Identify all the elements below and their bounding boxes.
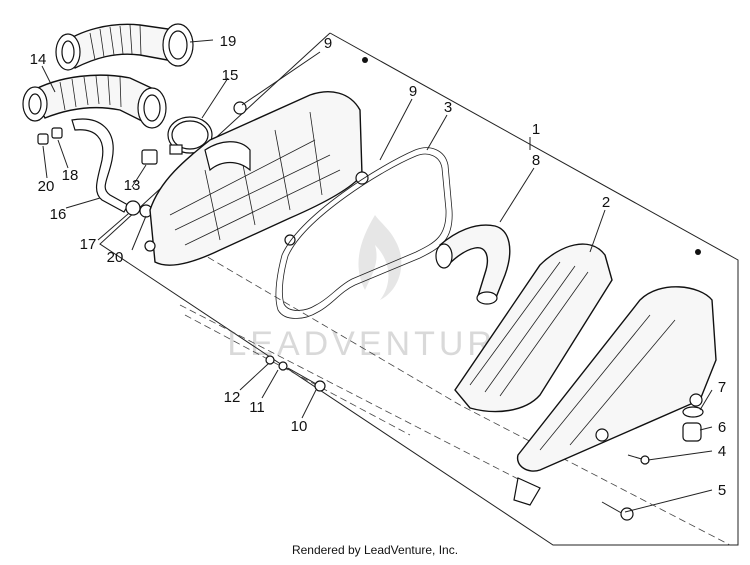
elbow-duct <box>435 224 511 305</box>
callout-20-left: 20 <box>38 178 55 195</box>
gasket <box>275 147 453 319</box>
callout-8: 8 <box>532 152 540 169</box>
gasket-inner <box>281 153 447 311</box>
intake-duct-upper <box>55 23 194 71</box>
clip <box>141 149 158 165</box>
callout-9-upper: 9 <box>324 35 332 52</box>
watermark-text: LEADVENTURE <box>227 325 522 363</box>
callout-19: 19 <box>220 33 237 50</box>
callout-13: 13 <box>124 177 141 194</box>
callout-4: 4 <box>718 443 726 460</box>
callout-14: 14 <box>30 51 47 68</box>
callout-12: 12 <box>224 389 241 406</box>
drain-cap <box>682 406 704 442</box>
callout-5: 5 <box>718 482 726 499</box>
callout-18: 18 <box>62 167 79 184</box>
callout-16: 16 <box>50 206 67 223</box>
intake-duct-lower <box>22 74 167 129</box>
flame-watermark-icon <box>358 215 402 300</box>
callout-labels: 1 2 3 4 5 6 7 8 9 9 10 11 12 13 14 15 16… <box>30 33 727 499</box>
callout-1: 1 <box>532 121 540 138</box>
reference-dot <box>695 249 701 255</box>
callout-15: 15 <box>222 67 239 84</box>
callout-6: 6 <box>718 419 726 436</box>
callout-17: 17 <box>80 236 97 253</box>
render-credit-footer: Rendered by LeadVenture, Inc. <box>291 543 459 557</box>
assembly-guide-lines <box>169 189 731 546</box>
leader-lines <box>41 39 713 513</box>
callout-3: 3 <box>444 99 452 116</box>
callout-20-right: 20 <box>107 249 124 266</box>
air-box-housing <box>144 91 369 266</box>
callout-10: 10 <box>291 418 308 435</box>
callout-2: 2 <box>602 194 610 211</box>
callout-11: 11 <box>249 399 265 416</box>
band-clamp <box>167 116 213 155</box>
reference-dot <box>362 57 368 63</box>
callout-7: 7 <box>718 379 726 396</box>
assembly-outline <box>99 32 739 546</box>
air-box-cover <box>513 286 717 506</box>
bolt-and-washers <box>265 355 326 392</box>
callout-9-gasket: 9 <box>409 83 417 100</box>
filter-element <box>454 243 613 413</box>
small-clamps <box>37 127 153 218</box>
screws <box>601 454 650 521</box>
